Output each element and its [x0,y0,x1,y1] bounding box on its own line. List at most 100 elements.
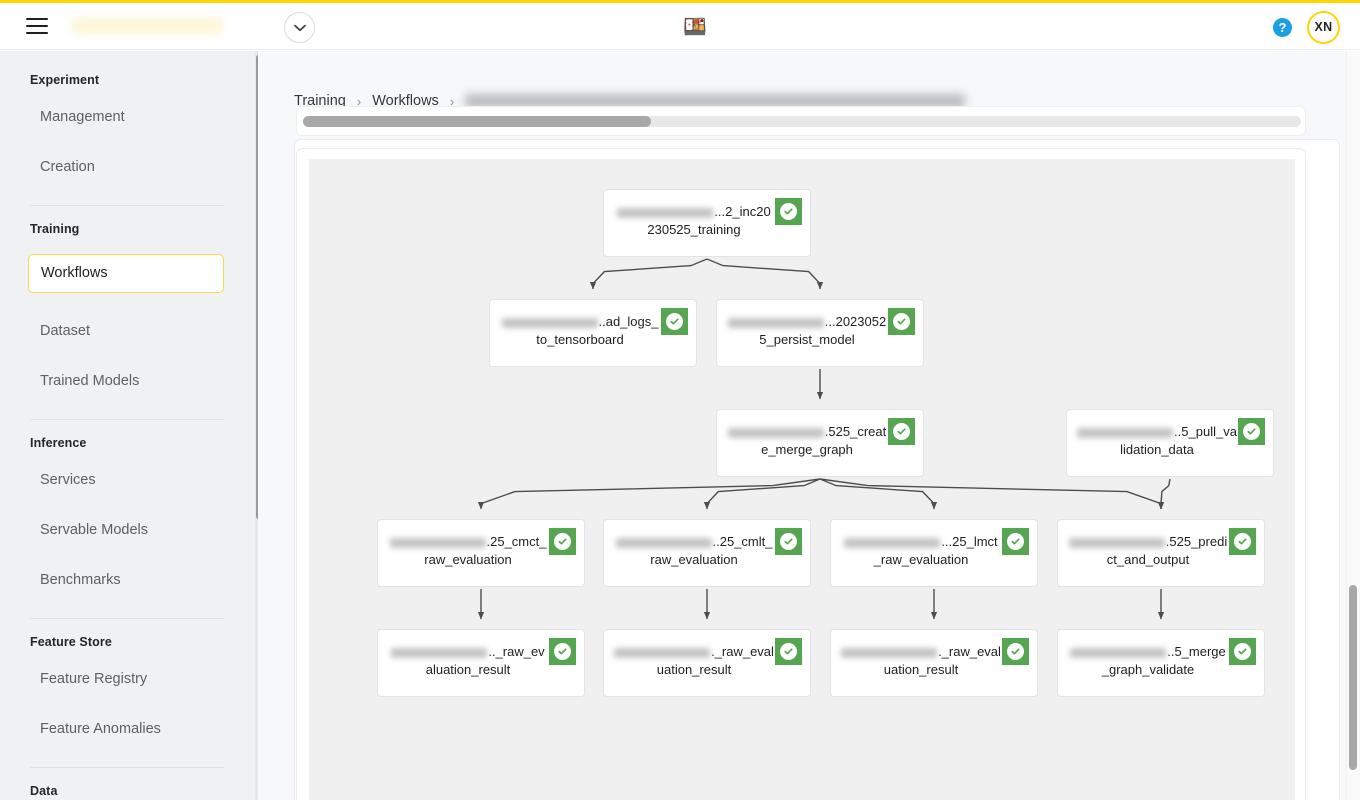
graph-edge [477,478,821,510]
graph-node-name-redacted [727,427,824,438]
sidebar-item-label: Benchmarks [40,572,121,588]
breadcrumb-item-current-redacted [465,94,966,108]
status-success-icon [1002,528,1029,555]
graph-node[interactable]: ..25_cmlt_raw_evaluation [603,519,811,587]
sidebar-scrollbar-thumb[interactable] [256,55,258,519]
graph-node-name-visible: .525_predict_and_output [1106,534,1228,567]
graph-node-name-redacted [615,537,712,548]
status-success-icon [549,528,576,555]
graph-node-label: .525_predict_and_output [1068,533,1228,569]
page-scrollbar-thumb[interactable] [1349,585,1357,770]
graph-node-label: ._raw_evaluation_result [841,643,1001,679]
graph-edge [589,258,708,290]
brand-logo-redacted [72,18,222,34]
graph-node[interactable]: ...25_lmct_raw_evaluation [830,519,1038,587]
sidebar-item-label: Servable Models [40,522,148,538]
breadcrumb-item-workflows[interactable]: Workflows [372,93,439,109]
graph-node-name-redacted [841,647,938,658]
status-success-icon [1229,638,1256,665]
sidebar-item-services[interactable]: Services [0,468,258,492]
graph-node-name-visible: .525_create_merge_graph [761,424,887,457]
graph-node[interactable]: ...2_inc20230525_training [603,189,811,257]
sidebar-group-title: Feature Store [30,635,112,649]
sidebar-item-workflows[interactable]: Workflows [28,254,224,293]
graph-node-name-visible: ...20230525_persist_model [759,314,887,347]
status-success-icon [661,308,688,335]
graph-node-name-visible: ..5_pull_validation_data [1120,424,1237,457]
graph-edge [819,478,938,510]
graph-node-label: .25_cmct_raw_evaluation [388,533,548,569]
workflow-graph-panel: ...2_inc20230525_training ..ad_logs_to_te… [296,148,1306,800]
sidebar-item-label: Workflows [41,265,108,281]
status-success-icon [775,528,802,555]
graph-node-name-visible: ...2_inc20230525_training [647,204,771,237]
sidebar-divider [30,767,224,768]
graph-node-name-visible: .25_cmct_raw_evaluation [424,534,547,567]
graph-node-label: ...25_lmct_raw_evaluation [841,533,1001,569]
sidebar-item-label: Feature Registry [40,671,148,687]
bento-box-logo-icon: 🍱 [683,17,707,38]
sidebar-item-label: Management [40,109,125,125]
chevron-down-icon[interactable] [284,12,315,43]
status-success-icon [888,308,915,335]
graph-node[interactable]: ._raw_evaluation_result [830,629,1038,697]
graph-node-name-redacted [727,317,824,328]
brand-accent-bar [0,0,1360,3]
graph-node-label: ..25_cmlt_raw_evaluation [614,533,774,569]
graph-node[interactable]: ..5_pull_validation_data [1066,409,1274,477]
sidebar-divider [30,419,224,420]
graph-node[interactable]: .25_cmct_raw_evaluation [377,519,585,587]
graph-edge [819,478,1165,510]
breadcrumb: Training › Workflows › [294,93,966,109]
avatar[interactable]: XN [1307,11,1340,44]
graph-node[interactable]: ...20230525_persist_model [716,299,924,367]
sidebar-item-dataset[interactable]: Dataset [0,319,258,343]
status-success-icon [549,638,576,665]
workflow-graph-canvas[interactable]: ...2_inc20230525_training ..ad_logs_to_te… [309,159,1295,800]
graph-node-name-redacted [614,647,711,658]
graph-node[interactable]: ..ad_logs_to_tensorboard [489,299,697,367]
sidebar-item-management[interactable]: Management [0,105,258,129]
help-icon[interactable]: ? [1273,18,1292,37]
graph-node[interactable]: ._raw_evaluation_result [603,629,811,697]
sidebar-item-feature-anomalies[interactable]: Feature Anomalies [0,717,258,741]
sidebar-item-benchmarks[interactable]: Benchmarks [0,568,258,592]
graph-node-label: ..5_merge_graph_validate [1068,643,1228,679]
graph-node-name-visible: ..25_cmlt_raw_evaluation [650,534,773,567]
status-success-icon [888,418,915,445]
status-success-icon [1238,418,1265,445]
graph-node[interactable]: .._raw_evaluation_result [377,629,585,697]
horizontal-scrollbar-track[interactable] [303,116,1301,127]
graph-node-label: ._raw_evaluation_result [614,643,774,679]
sidebar-item-trained-models[interactable]: Trained Models [0,369,258,393]
sidebar-item-creation[interactable]: Creation [0,155,258,179]
status-success-icon [1229,528,1256,555]
graph-edge [703,478,821,510]
graph-node[interactable]: .525_predict_and_output [1057,519,1265,587]
breadcrumb-separator: › [356,93,362,109]
top-bar: 🍱 ? XN [0,3,1360,50]
graph-node-name-redacted [1077,427,1174,438]
graph-node-name-visible: ...25_lmct_raw_evaluation [873,534,998,567]
graph-node[interactable]: ..5_merge_graph_validate [1057,629,1265,697]
graph-node-name-visible: .._raw_evaluation_result [425,644,545,677]
horizontal-scrollbar-thumb[interactable] [303,116,651,127]
sidebar-item-servable-models[interactable]: Servable Models [0,518,258,542]
status-success-icon [1002,638,1029,665]
graph-node[interactable]: .525_create_merge_graph [716,409,924,477]
graph-node-label: ...20230525_persist_model [727,313,887,349]
sidebar-group-title: Inference [30,436,87,450]
graph-edge [706,258,824,290]
hamburger-icon[interactable] [26,18,48,34]
sidebar-group-title: Experiment [30,73,100,87]
breadcrumb-item-training[interactable]: Training [294,93,346,109]
graph-node-name-redacted [617,207,714,218]
graph-node-name-redacted [1068,537,1165,548]
sidebar-item-feature-registry[interactable]: Feature Registry [0,667,258,691]
graph-node-label: ..5_pull_validation_data [1077,423,1237,459]
graph-node-name-visible: ..ad_logs_to_tensorboard [536,314,659,347]
sidebar-item-label: Feature Anomalies [40,721,161,737]
graph-node-name-redacted [1070,647,1167,658]
graph-node-name-visible: ._raw_evaluation_result [883,644,1001,677]
